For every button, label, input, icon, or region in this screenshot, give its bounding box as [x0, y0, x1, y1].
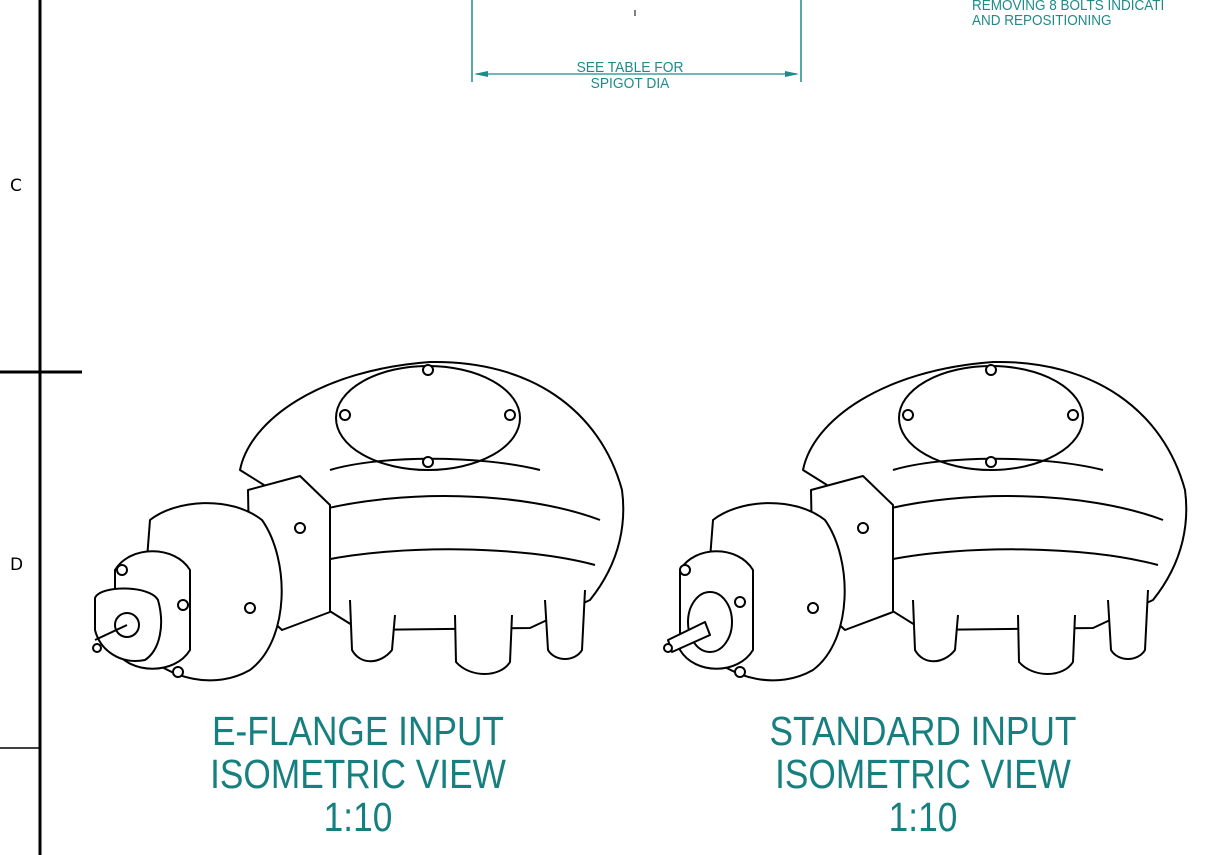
view-scale: 1:10 [888, 794, 958, 840]
note-line1: REMOVING 8 BOLTS INDICATI [972, 0, 1165, 14]
view-name: E-FLANGE INPUT [212, 708, 504, 754]
zone-letter-c: C [10, 176, 22, 196]
zone-letter-d: D [10, 555, 24, 575]
dimension-label-line1: SEE TABLE FOR [576, 59, 684, 76]
dimension-label: SEE TABLE FOR SPIGOT DIA [529, 60, 731, 92]
note-line2: AND REPOSITIONING [972, 12, 1112, 29]
view-type: ISOMETRIC VIEW [775, 751, 1071, 797]
view-title-e-flange: E-FLANGE INPUT ISOMETRIC VIEW 1:10 [177, 710, 538, 839]
view-title-standard: STANDARD INPUT ISOMETRIC VIEW 1:10 [742, 710, 1103, 839]
dimension-label-line2: SPIGOT DIA [590, 75, 670, 92]
view-scale: 1:10 [323, 794, 393, 840]
view-name: STANDARD INPUT [769, 708, 1077, 754]
view-type: ISOMETRIC VIEW [210, 751, 506, 797]
